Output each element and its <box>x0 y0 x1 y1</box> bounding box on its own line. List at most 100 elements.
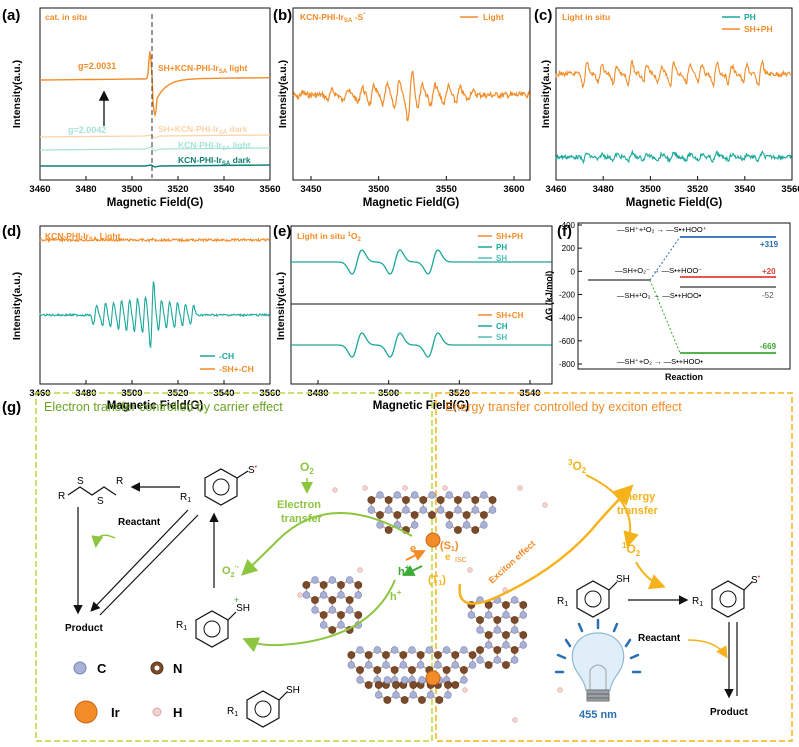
lattice-n-atom <box>502 601 510 609</box>
lattice-c-atom <box>426 691 435 699</box>
exciton-arrow-curve <box>458 484 634 605</box>
lattice-n-atom <box>390 666 399 674</box>
lattice-n-atom <box>471 496 480 504</box>
h-label-2: h+ <box>390 588 402 603</box>
lattice-n-atom <box>480 511 488 519</box>
panel-a-label-4: KCN-PHI-IrSA dark <box>178 155 251 167</box>
x-tick-label: 3520 <box>687 184 708 195</box>
panel-c-legend-1: PH <box>744 12 756 22</box>
reactant-right: Reactant <box>638 633 681 644</box>
x-tick-label: 3540 <box>213 184 234 195</box>
left-dashed-box <box>35 392 433 742</box>
panel-d-curve-ch <box>39 281 271 348</box>
s1-state: (S1) <box>440 540 459 553</box>
lattice-c-atom <box>493 626 502 634</box>
panel-e-xlabel: Magnetic Field(G) <box>373 400 470 412</box>
lattice-n-atom <box>436 496 445 504</box>
right-box-title: Energy transfer controlled by exciton ef… <box>445 400 682 414</box>
panel-f-value-2: +20 <box>762 267 776 276</box>
lattice-n-atom <box>488 496 497 504</box>
thiyl-ring-left <box>204 468 249 506</box>
panel-a-curve-sh-light <box>40 51 270 118</box>
legend-n: N <box>173 661 182 676</box>
lattice-h-atom <box>362 485 368 491</box>
lattice-c-atom <box>476 656 484 664</box>
lattice-n-atom <box>374 681 383 689</box>
lattice-n-atom <box>328 626 337 634</box>
thiol-sh-right: SH <box>616 574 630 585</box>
lattice-c-atom <box>436 506 445 514</box>
lattice-c-atom <box>484 611 493 619</box>
lattice-n-atom <box>454 526 462 534</box>
panel-e-curve-top <box>291 249 552 275</box>
panel-f-frame <box>577 222 791 370</box>
product-left: Product <box>65 623 103 634</box>
lattice-h-atom <box>332 487 338 493</box>
panel-f-reaction-2: —SH+O₂⁻ → —S•+HOO⁻ <box>615 266 702 275</box>
lattice-n-atom <box>354 611 363 619</box>
panel-a-curve-dark <box>40 164 271 168</box>
arrow-ring-to-product-2 <box>99 514 199 616</box>
lattice-c-atom <box>328 606 337 614</box>
catalyst-lattice <box>297 485 563 723</box>
lattice-h-atom <box>542 502 548 508</box>
thiol-ring-right <box>576 580 618 618</box>
legend-c: C <box>97 661 107 676</box>
lattice-n-atom <box>451 681 460 689</box>
singlet-o2: 1O2 <box>622 541 641 558</box>
lattice-n-atom <box>384 496 393 504</box>
y-tick-label: -200 <box>559 291 576 300</box>
isc-label: ISC <box>455 557 467 564</box>
lattice-n-atom <box>347 651 356 659</box>
lattice-c-atom <box>319 591 328 599</box>
panel-e-ylabel: Intensity(a.u.) <box>275 272 287 340</box>
lattice-n-atom <box>468 651 477 659</box>
lattice-n-atom <box>345 596 354 604</box>
thiyl-s-right: S• <box>751 574 761 586</box>
lattice-h-atom <box>512 717 518 723</box>
x-tick-label: 3460 <box>545 184 566 195</box>
disulfide-r-left: R <box>58 491 65 502</box>
y-tick-label: 400 <box>562 221 576 230</box>
lattice-n-atom <box>419 496 428 504</box>
legend-bottom-label: CH <box>496 322 508 331</box>
lattice-n-atom <box>408 666 416 674</box>
panel-a-label-2: SH+KCN-PHI-IrSA dark <box>158 124 248 136</box>
lattice-n-atom <box>502 661 510 669</box>
lattice-c-atom <box>402 506 410 514</box>
panel-e-frame <box>290 225 553 385</box>
lattice-c-atom <box>382 661 390 669</box>
legend-top-label: SH+PH <box>496 232 523 241</box>
reactant-left: Reactant <box>118 517 161 528</box>
lattice-n-atom <box>519 601 528 609</box>
panel-a-label-3: KCN-PHI-IrSA light <box>178 140 251 152</box>
panel-b-ylabel: Intensity(a.u.) <box>277 60 289 128</box>
panel-e-letter: (e) <box>273 223 291 240</box>
lattice-c-atom <box>460 646 468 654</box>
lattice-c-atom <box>345 606 354 614</box>
lattice-n-atom <box>442 666 451 674</box>
x-tick-label: 3560 <box>259 184 280 195</box>
disulfide-s-right: S <box>97 496 104 507</box>
lattice-c-atom <box>502 641 510 649</box>
lattice-c-atom <box>347 661 356 669</box>
legend-h-dot <box>152 707 162 717</box>
lattice-n-atom <box>384 526 393 534</box>
legend-h: H <box>173 705 182 720</box>
thiyl-r1-left: R1 <box>180 492 191 504</box>
lattice-n-atom <box>445 511 454 519</box>
lattice-c-atom <box>376 491 384 499</box>
lattice-c-atom <box>460 676 468 684</box>
lattice-c-atom <box>409 691 418 699</box>
thiyl-s-left: S• <box>248 464 258 476</box>
panel-e-curve-bottom <box>291 332 552 358</box>
lattice-n-atom <box>337 581 345 589</box>
panel-d-frame <box>39 225 271 385</box>
lattice-c-atom <box>462 521 471 529</box>
arrow-ring-to-product-1 <box>90 509 189 612</box>
x-tick-label: 3560 <box>781 184 799 195</box>
